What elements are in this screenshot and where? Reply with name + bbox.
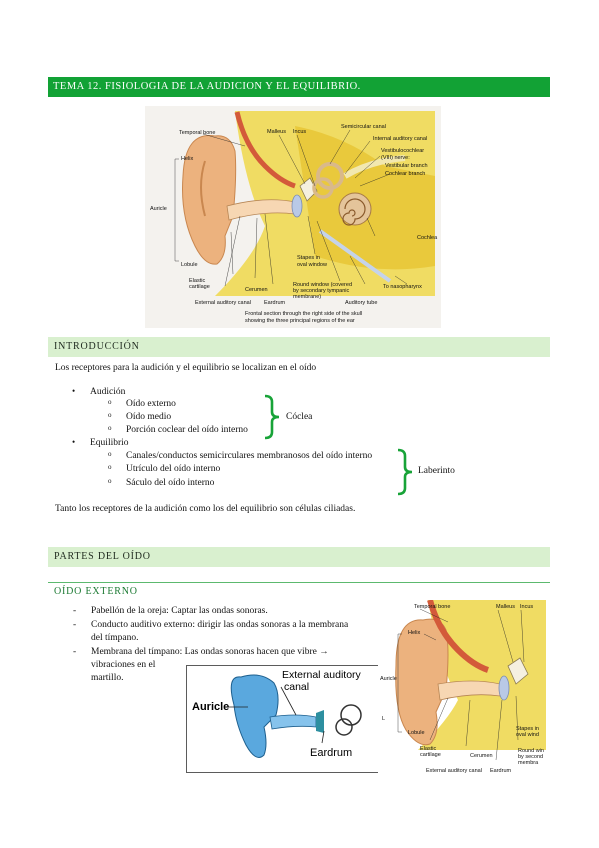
label-round-window: Round window (covered: [293, 282, 352, 288]
list-item-oido-medio: Oído medio: [126, 412, 172, 422]
label-stapes: Stapes in: [297, 255, 320, 261]
label-oval-window: oval window: [297, 262, 327, 268]
figure-caption-line2: showing the three principal regions of t…: [245, 318, 355, 324]
circle-bullet-icon: o: [108, 411, 112, 419]
label-auditory-tube: Auditory tube: [345, 300, 377, 306]
label-eardrum: Eardrum: [490, 768, 512, 774]
label-cartilage: cartilage: [420, 752, 441, 758]
brace-laberinto-icon: [397, 448, 413, 496]
label-lobule: Lobule: [181, 262, 198, 268]
label-to-nasopharynx: To nasopharynx: [383, 284, 422, 290]
label-cerumen: Cerumen: [470, 753, 493, 759]
label-temporal-bone: Temporal bone: [414, 604, 450, 610]
list-item-utriculo: Utrículo del oído interno: [126, 464, 221, 474]
dash-icon: -: [73, 620, 77, 630]
intro-paragraph: Los receptores para la audición y el equ…: [55, 363, 317, 373]
circle-bullet-icon: o: [108, 450, 112, 458]
label-eardrum: Eardrum: [310, 747, 352, 759]
label-malleus: Malleus: [267, 129, 286, 135]
dash-icon: -: [73, 647, 77, 657]
ear-anatomy-figure: Temporal bone Malleus Incus Semicircular…: [145, 106, 441, 328]
list-item-porcion-coclear: Porción coclear del oído interno: [126, 425, 248, 435]
label-membrane: membra: [518, 760, 539, 766]
label-incus: Incus: [520, 604, 533, 610]
label-canal: canal: [284, 681, 309, 693]
label-round-window: Round win: [518, 748, 544, 754]
label-secondary: by second: [518, 754, 543, 760]
label-temporal-bone: Temporal bone: [179, 130, 215, 136]
label-cerumen: Cerumen: [245, 287, 268, 293]
label-auricle: Auricle: [150, 206, 167, 212]
label-incus: Incus: [293, 129, 306, 135]
label-cochlear-branch: Cochlear branch: [385, 171, 425, 177]
item-membrana: Membrana del tímpano: Las ondas sonoras …: [91, 647, 329, 657]
bullet-icon: •: [72, 437, 76, 447]
label-elastic: Elastic: [189, 278, 205, 284]
brace-coclea-icon: [264, 394, 280, 440]
outer-ear-figure: Auricle External auditory canal Eardrum: [186, 665, 379, 773]
label-vestibular-branch: Vestibular branch: [385, 163, 428, 169]
list-item-equilibrio: Equilibrio: [90, 438, 129, 448]
label-l-mark: L: [382, 716, 385, 722]
label-helix: Helix: [408, 630, 420, 636]
list-item-canales: Canales/conductos semicirculares membran…: [126, 451, 373, 461]
bullet-icon: •: [72, 386, 76, 396]
circle-bullet-icon: o: [108, 477, 112, 485]
group-label-laberinto: Laberinto: [418, 466, 455, 476]
label-external-auditory: External auditory: [282, 669, 362, 681]
label-viii-nerve: (VIII) nerve:: [381, 155, 410, 161]
label-cochlea: Cochlea: [417, 235, 438, 241]
figure-caption-line1: Frontal section through the right side o…: [245, 311, 362, 317]
label-auricle: Auricle: [380, 676, 397, 682]
label-lobule: Lobule: [408, 730, 425, 736]
label-semicircular-canal: Semicircular canal: [341, 124, 386, 130]
subheading-oido-externo: OÍDO EXTERNO: [54, 586, 138, 597]
label-cartilage: cartilage: [189, 284, 210, 290]
label-internal-auditory-canal: Internal auditory canal: [373, 136, 427, 142]
label-malleus: Malleus: [496, 604, 515, 610]
label-external-canal: External auditory canal: [426, 768, 482, 774]
list-item-oido-externo: Oído externo: [126, 399, 176, 409]
item-membrana-cont: vibraciones en el: [91, 660, 156, 670]
item-conducto-cont: del tímpano.: [91, 633, 139, 643]
section-heading-introduccion: INTRODUCCIÓN: [48, 337, 550, 357]
list-item-saculo: Sáculo del oído interno: [126, 478, 215, 488]
section-heading-partes: PARTES DEL OÍDO: [48, 547, 550, 567]
group-label-coclea: Cóclea: [286, 412, 313, 422]
label-secondary-tympanic: by secondary tympanic: [293, 288, 349, 294]
item-conducto: Conducto auditivo externo: dirigir las o…: [91, 620, 349, 630]
label-helix: Helix: [181, 156, 193, 162]
item-membrana-cont2: martillo.: [91, 673, 124, 683]
dash-icon: -: [73, 606, 77, 616]
ear-anatomy-crop-figure: Temporal bone Malleus Incus Helix Auricl…: [378, 600, 546, 776]
page-title: TEMA 12. FISIOLOGIA DE LA AUDICION Y EL …: [48, 77, 550, 97]
label-oval-window: oval wind: [516, 732, 539, 738]
circle-bullet-icon: o: [108, 463, 112, 471]
divider: [48, 582, 550, 583]
list-item-audicion: Audición: [90, 387, 126, 397]
closing-paragraph: Tanto los receptores de la audición como…: [55, 504, 356, 514]
label-auricle: Auricle: [192, 701, 229, 713]
label-external-auditory-canal: External auditory canal: [195, 300, 251, 306]
label-eardrum: Eardrum: [264, 300, 286, 306]
label-membrane: membrane): [293, 294, 321, 300]
label-elastic: Elastic: [420, 746, 436, 752]
circle-bullet-icon: o: [108, 398, 112, 406]
label-vestibulocochlear: Vestibulocochlear: [381, 148, 424, 154]
circle-bullet-icon: o: [108, 424, 112, 432]
label-stapes: Stapes in: [516, 726, 539, 732]
item-pabellon: Pabellón de la oreja: Captar las ondas s…: [91, 606, 268, 616]
